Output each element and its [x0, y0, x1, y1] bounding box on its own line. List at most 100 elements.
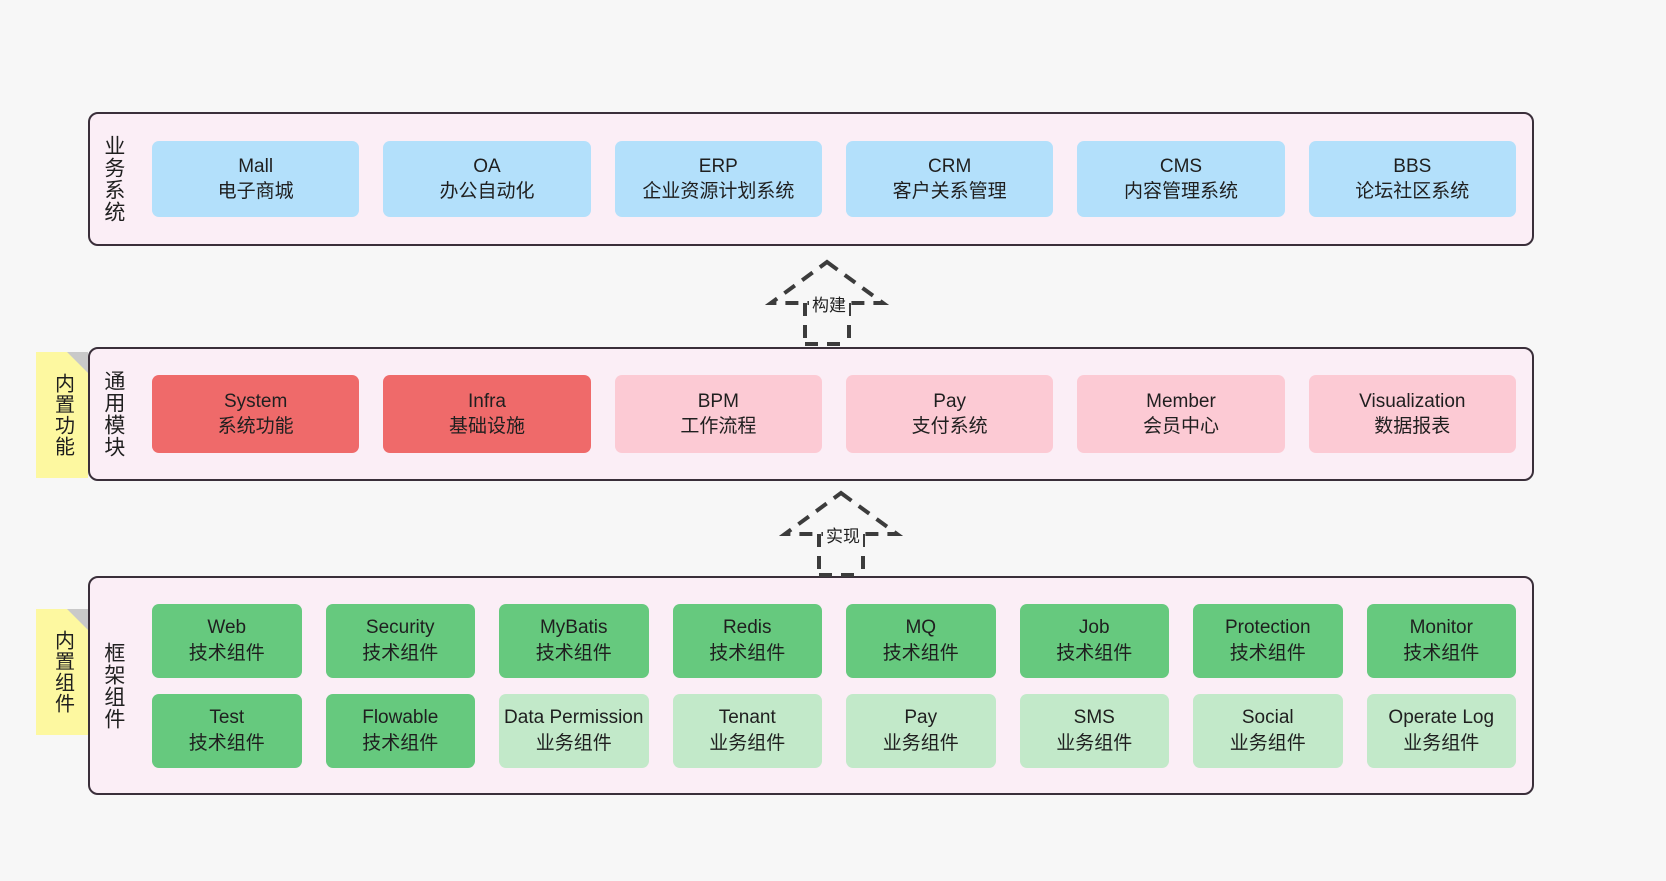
card-sms[interactable]: SMS 业务组件	[1019, 693, 1169, 768]
card-title: System	[223, 390, 288, 412]
card-subtitle: 客户关系管理	[892, 181, 1007, 202]
card-title: Member	[1146, 390, 1216, 412]
card-data-permission[interactable]: Data Permission 业务组件	[499, 693, 649, 768]
card-bbs[interactable]: BBS 论坛社区系统	[1308, 141, 1516, 217]
card-title: CMS	[1159, 155, 1203, 177]
card-member[interactable]: Member 会员中心	[1077, 375, 1285, 453]
card-web[interactable]: Web 技术组件	[152, 603, 302, 678]
card-tenant[interactable]: Tenant 业务组件	[672, 693, 822, 768]
card-title: Pay	[933, 390, 967, 412]
card-subtitle: 技术组件	[535, 642, 612, 664]
card-infra[interactable]: Infra 基础设施	[383, 375, 591, 453]
note-builtin-components: 内置组件	[36, 609, 88, 735]
layer-title-business: 业务系统	[101, 135, 125, 223]
card-test[interactable]: Test 技术组件	[152, 693, 302, 768]
card-subtitle: 技术组件	[188, 642, 265, 664]
card-visualization[interactable]: Visualization 数据报表	[1308, 375, 1516, 453]
card-subtitle: 业务组件	[535, 732, 612, 754]
card-subtitle: 技术组件	[188, 732, 265, 754]
card-subtitle: 办公自动化	[439, 181, 535, 202]
card-title: Redis	[722, 617, 772, 639]
layer-framework-components: 框架组件 Web 技术组件 Security 技术组件 MyBatis 技术组件…	[88, 576, 1534, 795]
card-title: Flowable	[362, 707, 439, 729]
card-subtitle: 论坛社区系统	[1355, 181, 1470, 202]
card-title: Protection	[1224, 617, 1311, 639]
note-builtin-features: 内置功能	[36, 352, 88, 478]
layer-body-framework: Web 技术组件 Security 技术组件 MyBatis 技术组件 Redi…	[136, 578, 1532, 793]
card-title: OA	[473, 155, 501, 177]
framework-card-row-1: Web 技术组件 Security 技术组件 MyBatis 技术组件 Redi…	[152, 603, 1516, 678]
card-mall[interactable]: Mall 电子商城	[152, 141, 360, 217]
card-title: MyBatis	[539, 617, 608, 639]
card-title: Infra	[467, 390, 506, 412]
card-erp[interactable]: ERP 企业资源计划系统	[614, 141, 822, 217]
card-title: Mall	[238, 155, 274, 177]
card-crm[interactable]: CRM 客户关系管理	[845, 141, 1054, 217]
card-title: Job	[1078, 617, 1110, 639]
card-subtitle: 技术组件	[1403, 642, 1480, 664]
card-job[interactable]: Job 技术组件	[1019, 603, 1169, 678]
card-subtitle: 业务组件	[709, 732, 786, 754]
card-subtitle: 技术组件	[362, 732, 439, 754]
generalization-arrow-implement: 实现	[766, 489, 916, 577]
card-operate-log[interactable]: Operate Log 业务组件	[1366, 693, 1516, 768]
card-cms[interactable]: CMS 内容管理系统	[1077, 141, 1285, 217]
card-title: ERP	[698, 155, 738, 177]
card-title: Test	[209, 707, 245, 729]
card-monitor[interactable]: Monitor 技术组件	[1366, 603, 1516, 678]
card-subtitle: 内容管理系统	[1123, 181, 1238, 202]
common-card-row: System 系统功能 Infra 基础设施 BPM 工作流程 Pay 支付系统…	[152, 375, 1516, 453]
generalization-arrow-build: 构建	[752, 258, 902, 346]
card-subtitle: 业务组件	[1403, 732, 1480, 754]
framework-card-row-2: Test 技术组件 Flowable 技术组件 Data Permission …	[152, 693, 1516, 768]
card-subtitle: 技术组件	[709, 642, 786, 664]
card-pay-component[interactable]: Pay 业务组件	[846, 693, 996, 768]
card-subtitle: 会员中心	[1142, 416, 1219, 437]
card-subtitle: 基础设施	[448, 416, 525, 437]
card-mq[interactable]: MQ 技术组件	[846, 603, 996, 678]
layer-title-framework: 框架组件	[101, 641, 125, 730]
card-subtitle: 业务组件	[1229, 732, 1306, 754]
layer-common-modules: 通用模块 System 系统功能 Infra 基础设施 BPM 工作流程 Pay…	[88, 347, 1534, 481]
card-subtitle: 支付系统	[911, 416, 988, 437]
card-title: Data Permission	[504, 707, 644, 729]
card-protection[interactable]: Protection 技术组件	[1193, 603, 1343, 678]
arrow-label-build: 构建	[809, 291, 849, 316]
layer-title-common: 通用模块	[101, 370, 125, 458]
card-title: Operate Log	[1388, 707, 1495, 729]
card-subtitle: 系统功能	[217, 416, 294, 437]
card-title: Web	[207, 617, 247, 639]
card-title: BBS	[1393, 155, 1432, 177]
arrow-label-implement: 实现	[823, 522, 863, 547]
card-subtitle: 业务组件	[1056, 732, 1133, 754]
card-title: CRM	[928, 155, 972, 177]
card-mybatis[interactable]: MyBatis 技术组件	[499, 603, 649, 678]
card-subtitle: 业务组件	[882, 732, 959, 754]
card-system[interactable]: System 系统功能	[152, 375, 360, 453]
card-subtitle: 企业资源计划系统	[642, 181, 795, 202]
card-bpm[interactable]: BPM 工作流程	[614, 375, 822, 453]
layer-body-business: Mall 电子商城 OA 办公自动化 ERP 企业资源计划系统 CRM 客户关系…	[136, 114, 1532, 244]
card-title: Security	[365, 617, 435, 639]
card-title: Social	[1241, 707, 1294, 729]
layer-body-common: System 系统功能 Infra 基础设施 BPM 工作流程 Pay 支付系统…	[136, 349, 1532, 479]
card-title: Visualization	[1359, 390, 1466, 412]
card-oa[interactable]: OA 办公自动化	[383, 141, 591, 217]
layer-business-systems: 业务系统 Mall 电子商城 OA 办公自动化 ERP 企业资源计划系统 CRM…	[88, 112, 1534, 246]
card-title: BPM	[697, 390, 739, 412]
card-security[interactable]: Security 技术组件	[325, 603, 475, 678]
card-title: Tenant	[718, 707, 776, 729]
card-social[interactable]: Social 业务组件	[1193, 693, 1343, 768]
card-subtitle: 工作流程	[680, 416, 757, 437]
card-subtitle: 数据报表	[1374, 416, 1451, 437]
card-title: Pay	[904, 707, 938, 729]
card-title: MQ	[905, 617, 937, 639]
card-pay-module[interactable]: Pay 支付系统	[845, 375, 1054, 453]
card-title: Monitor	[1409, 617, 1473, 639]
card-subtitle: 电子商城	[217, 181, 294, 202]
card-redis[interactable]: Redis 技术组件	[672, 603, 822, 678]
card-subtitle: 技术组件	[882, 642, 959, 664]
card-flowable[interactable]: Flowable 技术组件	[325, 693, 475, 768]
card-subtitle: 技术组件	[1056, 642, 1133, 664]
